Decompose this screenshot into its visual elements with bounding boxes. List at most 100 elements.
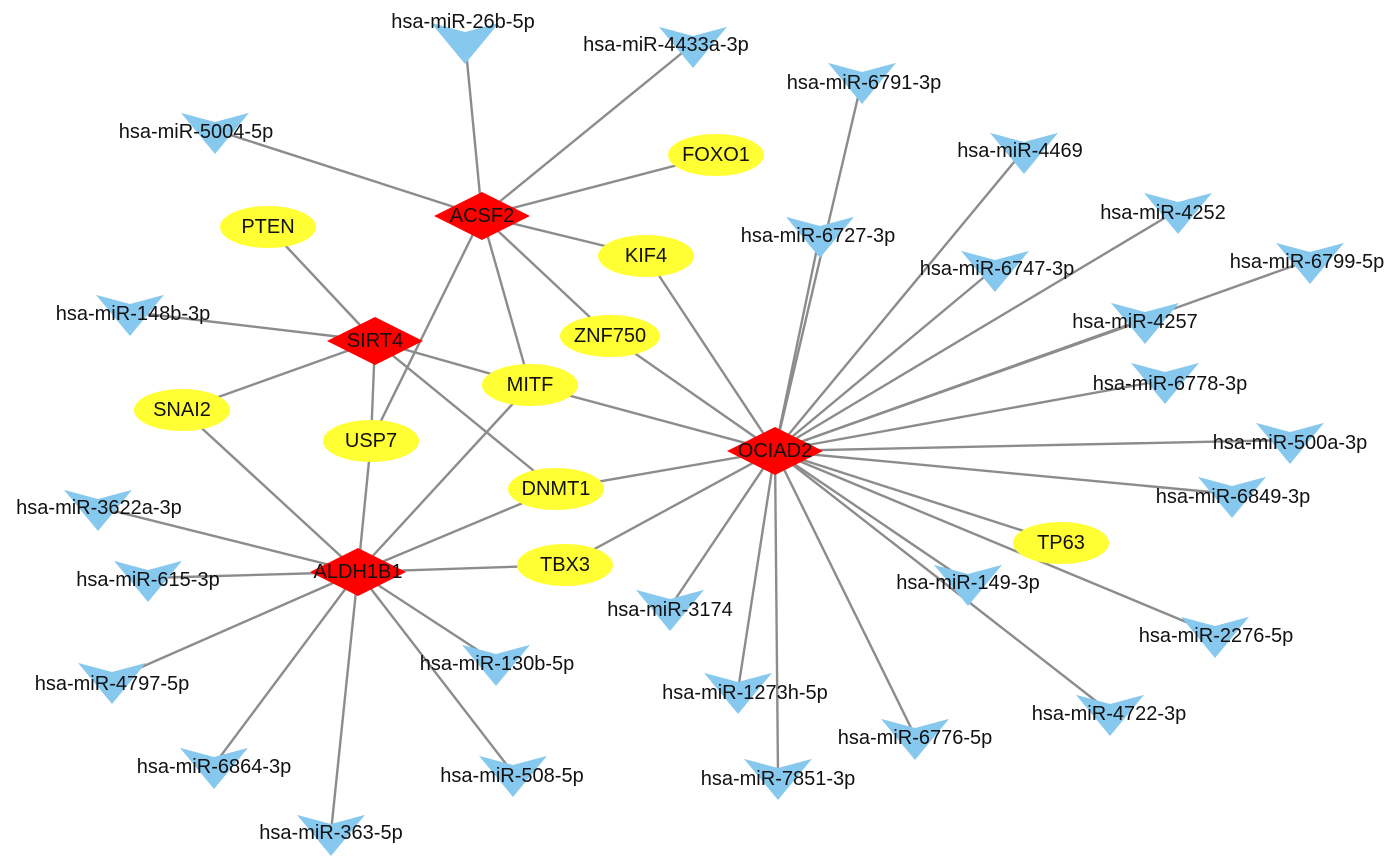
node-m508[interactable]: hsa-miR-508-5p: [440, 755, 584, 797]
gene-ellipse: [1013, 522, 1109, 564]
node-m500a[interactable]: hsa-miR-500a-3p: [1213, 422, 1368, 464]
edge-SIRT4-m148b: [129, 310, 376, 343]
node-m4257[interactable]: hsa-miR-4257: [1072, 302, 1198, 344]
edge-OCIAD2-m1273h: [736, 450, 777, 691]
mirna-chevron-icon: [297, 814, 365, 856]
node-ZNF750[interactable]: ZNF750: [560, 315, 660, 357]
mirna-chevron-icon: [180, 747, 248, 789]
node-SIRT4[interactable]: SIRT4: [327, 317, 423, 365]
node-label: KIF4: [625, 245, 667, 267]
node-label: hsa-miR-3174: [607, 599, 733, 621]
node-FOXO1[interactable]: FOXO1: [668, 134, 764, 176]
edge-ACSF2-MITF: [480, 215, 532, 386]
hub-diamond: [434, 192, 530, 240]
node-m6864[interactable]: hsa-miR-6864-3p: [137, 747, 292, 789]
node-label: SNAI2: [153, 399, 211, 421]
mirna-chevron-icon: [1276, 242, 1344, 284]
mirna-chevron-icon: [1181, 616, 1249, 658]
mirna-chevron-icon: [1144, 192, 1212, 234]
node-label: hsa-miR-3622a-3p: [16, 497, 182, 519]
node-label: hsa-miR-7851-3p: [701, 768, 856, 790]
edge-OCIAD2-m4257: [774, 318, 1146, 453]
node-label: hsa-miR-149-3p: [896, 572, 1039, 594]
node-m615[interactable]: hsa-miR-615-3p: [76, 560, 220, 602]
node-m6778[interactable]: hsa-miR-6778-3p: [1093, 362, 1248, 404]
mirna-chevron-icon: [990, 132, 1058, 174]
node-m2276[interactable]: hsa-miR-2276-5p: [1139, 616, 1294, 658]
node-label: hsa-miR-508-5p: [440, 765, 583, 787]
node-TBX3[interactable]: TBX3: [517, 544, 613, 586]
edge-OCIAD2-m149: [774, 450, 969, 583]
node-ALDH1B1[interactable]: ALDH1B1: [310, 548, 406, 596]
node-m26b5p[interactable]: hsa-miR-26b-5p: [391, 11, 535, 64]
node-m363[interactable]: hsa-miR-363-5p: [259, 814, 403, 856]
node-label: DNMT1: [522, 478, 591, 500]
node-label: hsa-miR-4797-5p: [35, 673, 190, 695]
node-label: PTEN: [241, 216, 294, 238]
mirna-chevron-icon: [1111, 302, 1179, 344]
node-label: ACSF2: [450, 205, 514, 227]
node-m4797[interactable]: hsa-miR-4797-5p: [35, 662, 190, 704]
edge-ALDH1B1-m6864: [213, 571, 359, 766]
node-m6799[interactable]: hsa-miR-6799-5p: [1230, 242, 1385, 284]
node-m6747[interactable]: hsa-miR-6747-3p: [920, 250, 1075, 292]
mirna-chevron-icon: [961, 250, 1029, 292]
node-m3622a[interactable]: hsa-miR-3622a-3p: [16, 489, 182, 531]
node-m148b[interactable]: hsa-miR-148b-3p: [56, 294, 211, 336]
node-ACSF2[interactable]: ACSF2: [434, 192, 530, 240]
node-label: hsa-miR-26b-5p: [391, 11, 534, 33]
edge-OCIAD2-TP63: [774, 449, 1062, 545]
node-label: hsa-miR-6727-3p: [741, 225, 896, 247]
edge-ALDH1B1-SNAI2: [181, 409, 359, 573]
gene-ellipse: [598, 235, 694, 277]
gene-ellipse: [220, 206, 316, 248]
node-label: ALDH1B1: [314, 561, 403, 583]
mirna-chevron-icon: [78, 662, 146, 704]
node-label: hsa-miR-363-5p: [259, 822, 402, 844]
edge-ACSF2-m5004: [214, 128, 483, 218]
mirna-chevron-icon: [659, 26, 727, 68]
node-m3174[interactable]: hsa-miR-3174: [607, 589, 733, 631]
node-label: OCIAD2: [738, 440, 812, 462]
node-m6791[interactable]: hsa-miR-6791-3p: [787, 62, 942, 104]
edge-ALDH1B1-MITF: [357, 384, 531, 573]
node-m6727[interactable]: hsa-miR-6727-3p: [741, 216, 896, 258]
edge-OCIAD2-m6849: [774, 449, 1233, 496]
mirna-chevron-icon: [114, 560, 182, 602]
node-TP63[interactable]: TP63: [1013, 522, 1109, 564]
node-m4722[interactable]: hsa-miR-4722-3p: [1032, 694, 1187, 736]
edge-OCIAD2-ZNF750: [609, 335, 776, 452]
node-m149[interactable]: hsa-miR-149-3p: [896, 564, 1040, 606]
gene-ellipse: [323, 420, 419, 462]
node-label: MITF: [507, 374, 554, 396]
mirna-chevron-icon: [431, 22, 499, 64]
node-OCIAD2[interactable]: OCIAD2: [727, 427, 823, 475]
edge-ACSF2-m26b5p: [463, 39, 484, 217]
node-SNAI2[interactable]: SNAI2: [134, 389, 230, 431]
mirna-chevron-icon: [479, 755, 547, 797]
edge-layer: [97, 39, 1311, 833]
node-m130b[interactable]: hsa-miR-130b-5p: [420, 644, 575, 686]
node-m5004[interactable]: hsa-miR-5004-5p: [119, 112, 274, 154]
node-label: hsa-miR-6778-3p: [1093, 373, 1248, 395]
node-MITF[interactable]: MITF: [482, 364, 578, 406]
node-m1273h[interactable]: hsa-miR-1273h-5p: [662, 672, 828, 714]
node-DNMT1[interactable]: DNMT1: [508, 468, 604, 510]
node-m6776[interactable]: hsa-miR-6776-5p: [838, 718, 993, 760]
node-label: TBX3: [540, 554, 590, 576]
node-layer: hsa-miR-26b-5p hsa-miR-4433a-3p hsa-miR-50…: [16, 11, 1384, 856]
edge-OCIAD2-m6778: [774, 378, 1166, 453]
node-KIF4[interactable]: KIF4: [598, 235, 694, 277]
node-m6849[interactable]: hsa-miR-6849-3p: [1156, 476, 1311, 518]
node-label: hsa-miR-6776-5p: [838, 727, 993, 749]
edge-OCIAD2-m4252: [774, 208, 1179, 453]
node-label: SIRT4: [347, 330, 403, 352]
node-PTEN[interactable]: PTEN: [220, 206, 316, 248]
edge-ALDH1B1-m508: [357, 571, 514, 774]
node-USP7[interactable]: USP7: [323, 420, 419, 462]
node-m7851[interactable]: hsa-miR-7851-3p: [701, 758, 856, 800]
node-m4433a3p[interactable]: hsa-miR-4433a-3p: [583, 26, 749, 68]
node-m4252[interactable]: hsa-miR-4252: [1100, 192, 1226, 234]
node-m4469[interactable]: hsa-miR-4469: [957, 132, 1083, 174]
mirna-chevron-icon: [786, 216, 854, 258]
